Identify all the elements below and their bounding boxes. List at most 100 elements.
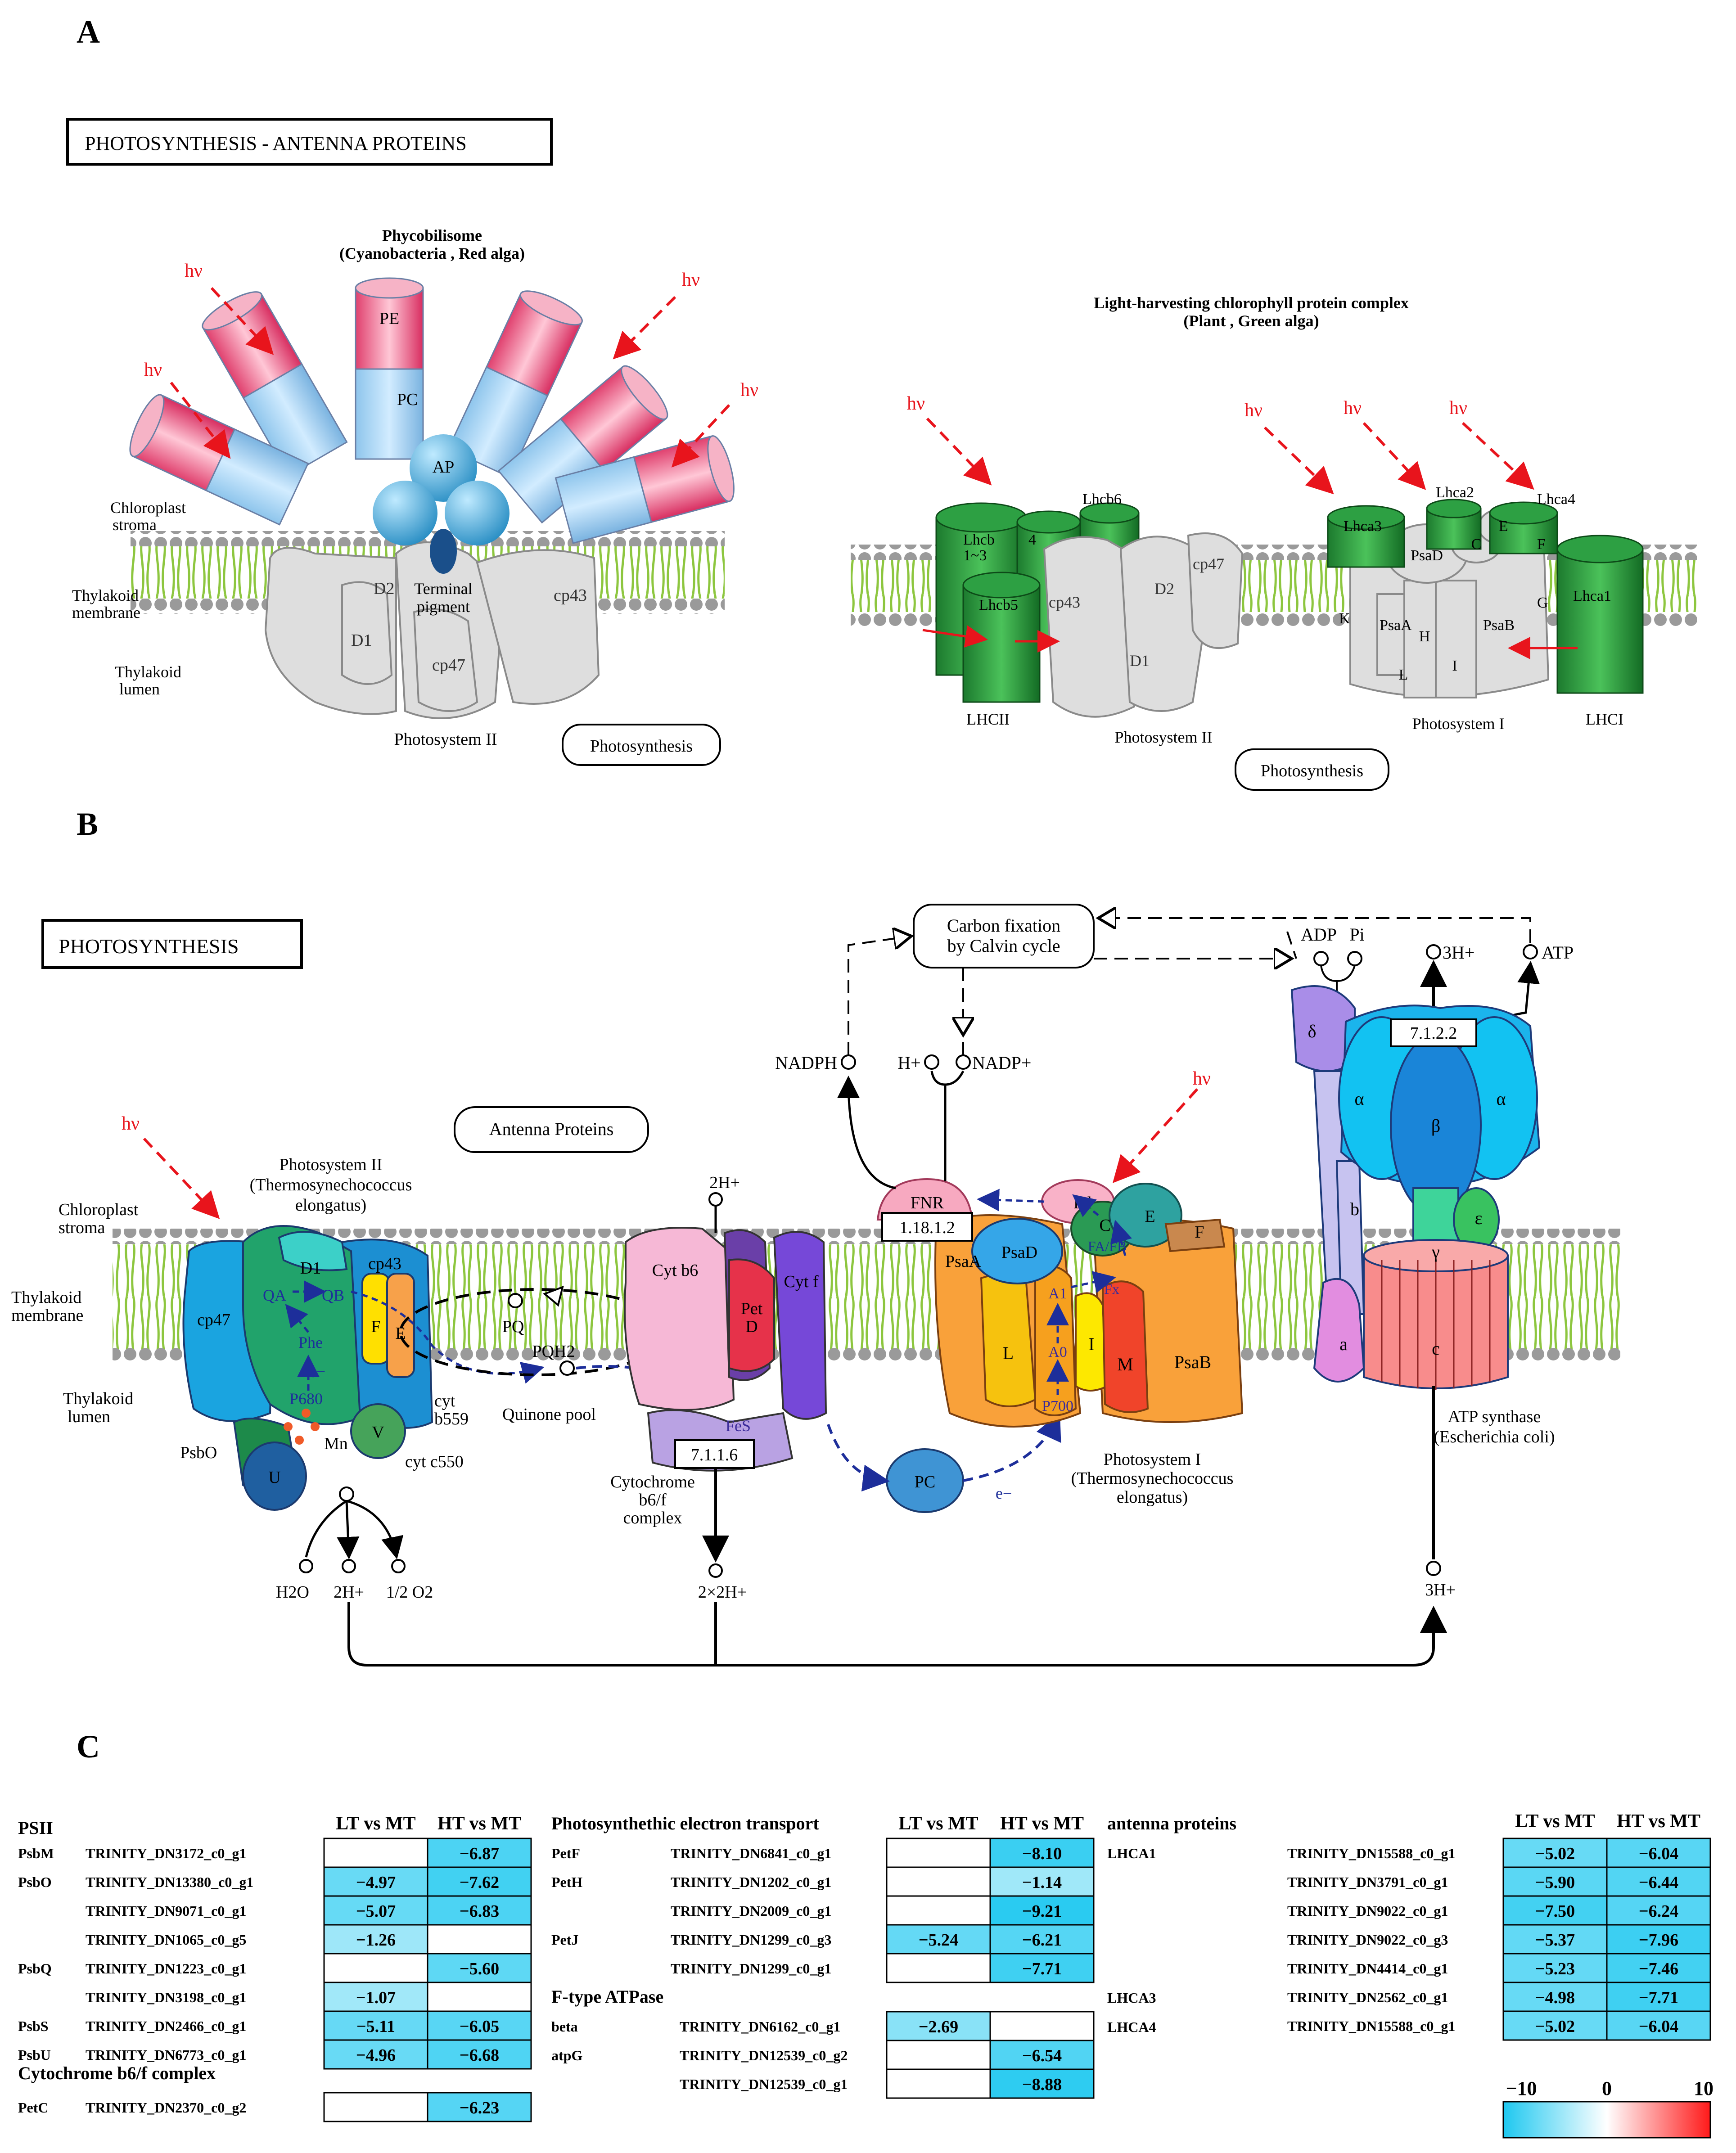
- psii-complex-b: [182, 1225, 433, 1511]
- transcript-id: TRINITY_DN15588_c0_g1: [1287, 1845, 1455, 1861]
- transcript-id: TRINITY_DN15588_c0_g1: [1287, 2018, 1455, 2034]
- heat-cell: [1606, 1895, 1711, 1926]
- heat-cell: [323, 2092, 428, 2122]
- ec-fnr-label: 1.18.1.2: [899, 1218, 955, 1237]
- ec-atp-box[interactable]: [1390, 1018, 1477, 1047]
- heat-value: −9.21: [1022, 1902, 1062, 1921]
- ec-b6f-label: 7.1.1.6: [691, 1446, 738, 1464]
- hv-a1: hν: [185, 261, 203, 281]
- light-arrows-a-left: [170, 287, 730, 468]
- gene-name: LHCA3: [1107, 1990, 1156, 2006]
- photosynthesis-button-a2-label: Photosynthesis: [1261, 761, 1363, 780]
- lhcb6-label: Lhcb6: [1082, 491, 1122, 508]
- l-label-b: L: [1003, 1343, 1014, 1363]
- heat-value: −2.69: [919, 2018, 958, 2036]
- antenna-proteins-button[interactable]: [454, 1106, 649, 1153]
- gene-name: PetH: [551, 1874, 582, 1890]
- cb6f-label-3: complex: [623, 1509, 682, 1527]
- psi-complex-b: [934, 1179, 1244, 1428]
- heat-cell: [886, 1838, 991, 1868]
- ps2-label-b: Photosystem II: [1114, 728, 1212, 746]
- col-ht-2: HT vs MT: [1000, 1813, 1084, 1834]
- hplus-node: [924, 1054, 939, 1070]
- gene-name: PetJ: [551, 1932, 578, 1948]
- heat-value: −5.23: [1535, 1959, 1575, 1978]
- calvin-label-2: by Calvin cycle: [947, 936, 1060, 956]
- heat-value: −6.68: [460, 2046, 499, 2065]
- heat-value: −8.88: [1022, 2075, 1062, 2094]
- heat-value: −1.26: [356, 1931, 396, 1950]
- transcript-id: TRINITY_DN6773_c0_g1: [86, 2047, 246, 2063]
- beta-label: β: [1431, 1116, 1440, 1136]
- pc-label-a: PC: [397, 390, 418, 409]
- heat-cell: [989, 2011, 1095, 2041]
- colour-scale-bar: [1502, 2101, 1711, 2139]
- twoxtwoh-label: 2×2H+: [698, 1583, 747, 1602]
- gene-name: PetC: [18, 2099, 49, 2116]
- h2o-label: H2O: [276, 1583, 309, 1602]
- pqh2-node: [559, 1360, 575, 1376]
- heat-cell: [989, 2068, 1095, 2099]
- group-antenna: antenna proteins: [1107, 1813, 1236, 1833]
- heat-cell: [427, 1953, 532, 1983]
- petd-label: D: [745, 1317, 758, 1336]
- stroma-label-b-2: stroma: [59, 1218, 105, 1237]
- gamma-label: γ: [1431, 1242, 1440, 1262]
- e-label-b2: E: [1145, 1207, 1155, 1226]
- ec-fnr-box[interactable]: [881, 1212, 973, 1242]
- light-arrows-a-right: [926, 417, 1534, 495]
- heat-cell: [886, 2011, 991, 2041]
- heat-value: −1.07: [356, 1988, 396, 2007]
- transcript-id: TRINITY_DN6841_c0_g1: [671, 1845, 831, 1861]
- heat-cell: [323, 1838, 428, 1868]
- em-label: e−: [309, 1363, 325, 1381]
- transcript-id: TRINITY_DN2009_c0_g1: [671, 1903, 831, 1919]
- adp-node: [1313, 951, 1329, 966]
- gene-name: PsbM: [18, 1845, 54, 1861]
- a1-label: A1: [1048, 1285, 1067, 1302]
- hv-a6: hν: [1245, 400, 1263, 421]
- heat-cell: [989, 1953, 1095, 1983]
- heat-value: −7.71: [1022, 1959, 1062, 1978]
- transcript-id: TRINITY_DN1223_c0_g1: [86, 1960, 246, 1977]
- transcript-id: TRINITY_DN1299_c0_g3: [671, 1932, 831, 1948]
- cp43-label-b2: cp43: [368, 1254, 401, 1273]
- transcript-id: TRINITY_DN13380_c0_g1: [86, 1874, 253, 1890]
- heat-cell: [323, 2010, 428, 2041]
- nadp-label: NADP+: [972, 1053, 1031, 1073]
- d2-label-b: D2: [1154, 580, 1174, 598]
- lhca1-label: Lhca1: [1573, 588, 1611, 604]
- lhcii-label: LHCII: [966, 710, 1010, 728]
- heat-value: −5.60: [460, 1959, 499, 1978]
- h2o-node: [299, 1559, 313, 1573]
- halfo2-label: 1/2 O2: [386, 1583, 433, 1602]
- ec-b6f-box[interactable]: [674, 1439, 755, 1469]
- heat-cell: [1606, 1924, 1711, 1955]
- heat-value: −5.07: [356, 1902, 396, 1921]
- hv-a8: hν: [1449, 398, 1467, 419]
- ps2-label-b3: elongatus): [295, 1196, 366, 1215]
- gene-name: LHCA4: [1107, 2019, 1156, 2035]
- transcript-id: TRINITY_DN1299_c0_g1: [671, 1960, 831, 1977]
- twoh-node: [342, 1559, 356, 1573]
- fes-label: FeS: [726, 1417, 751, 1435]
- ps2-label-b1: Photosystem II: [279, 1155, 382, 1174]
- c-label-a: C: [1471, 536, 1482, 553]
- fx-label: Fx: [1104, 1281, 1119, 1297]
- lhci: [1327, 499, 1644, 694]
- phycobilisome: [129, 277, 735, 544]
- col-lt-2: LT vs MT: [898, 1813, 978, 1834]
- heat-value: −6.04: [1639, 1844, 1678, 1863]
- heat-cell: [1606, 1953, 1711, 1983]
- lhcb4-label: 4: [1028, 531, 1036, 548]
- pi-label: Pi: [1349, 924, 1364, 945]
- d1-label-b2: D1: [300, 1259, 321, 1278]
- heat-value: −5.11: [356, 2017, 395, 2036]
- panel-a-title-box: [66, 118, 553, 166]
- halfo2-node: [391, 1559, 406, 1573]
- heat-cell: [1606, 1866, 1711, 1897]
- photosynthesis-button-a1[interactable]: [562, 724, 721, 766]
- cytb6-label: Cyt b6: [652, 1261, 698, 1280]
- threeh-top-label: 3H+: [1443, 942, 1474, 963]
- photosynthesis-button-a2[interactable]: [1235, 748, 1389, 791]
